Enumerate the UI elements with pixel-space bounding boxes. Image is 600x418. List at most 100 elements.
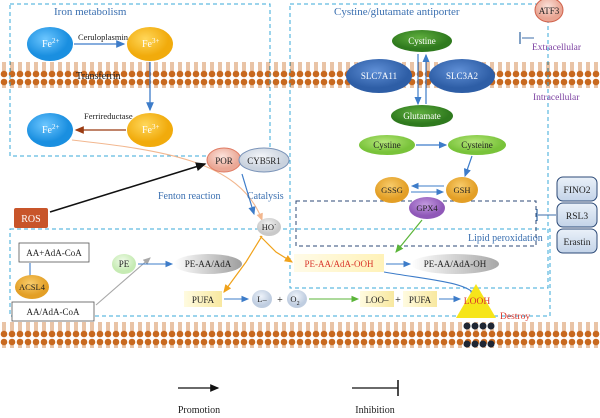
- gpx4-label: GPX4: [416, 203, 438, 213]
- fe3-top-charge: 3+: [152, 37, 160, 45]
- lipid-radical: [252, 290, 272, 308]
- cyb5r1: [238, 147, 290, 173]
- pe-aa-ada-oh-label: PE-AA/AdA-OH: [424, 259, 487, 269]
- promotion-legend-label: Promotion: [178, 405, 220, 416]
- ros-to-por-arrow: [49, 162, 207, 213]
- pe-aa-ada-oh: [411, 254, 499, 274]
- plus-sign-2: +: [395, 295, 401, 306]
- gpx4-to-oh-arrow: [395, 219, 423, 253]
- pe-ooh-label: PE-AA/AdA-OOH: [305, 259, 374, 269]
- pufa-label: PUFA: [192, 295, 215, 305]
- iron-metabolism-box: [9, 3, 271, 157]
- gssg-label: GSSG: [381, 185, 403, 195]
- upper-membrane: [0, 62, 600, 88]
- fenton-reaction-label: Fenton reaction: [158, 191, 220, 202]
- cysteine-label: Cysteine: [461, 140, 493, 150]
- svg-text:HO·: HO·: [262, 221, 277, 232]
- pe-label: PE: [119, 259, 130, 269]
- iron-metabolism-title: Iron metabolism: [54, 6, 127, 18]
- acsl4: [15, 275, 49, 299]
- fe3-bottom-charge: 3+: [152, 123, 160, 131]
- lipid-peroxidation-title: Lipid peroxidation: [468, 233, 543, 244]
- oxygen-subscript: 2: [297, 301, 300, 307]
- pufa2-box: [403, 291, 437, 307]
- inhibition-legend-label: Inhibition: [355, 405, 394, 416]
- transferrin-label: Transferrin: [76, 71, 121, 82]
- cystine-intracellular: [359, 135, 415, 155]
- rsl3-box: [556, 202, 598, 228]
- cystine-extracellular-label: Cystine: [408, 36, 436, 46]
- looh-label: LOOH: [464, 297, 491, 307]
- aa-adacoa-box: [18, 242, 90, 263]
- cysteine-to-gsh-arrow: [463, 155, 473, 178]
- lipid-radical-label: L–: [257, 294, 267, 304]
- oxygen-label: O: [290, 294, 296, 304]
- erastin-label: Erastin: [564, 238, 591, 248]
- catalysis-arrow: [241, 173, 256, 216]
- hydroxyl-label: HO: [262, 222, 274, 232]
- pe-aa-ada-label: PE-AA/AdA: [185, 259, 232, 269]
- svg-text:Fe2+: Fe2+: [42, 123, 60, 136]
- loo-label: LOO–: [366, 295, 389, 305]
- aa-to-pe-arrow: [95, 257, 151, 306]
- antiporter-title: Cystine/glutamate antiporter: [334, 6, 460, 18]
- fino2-box: [556, 176, 598, 202]
- fe3-top-label: Fe: [142, 39, 153, 50]
- erastin-box: [556, 228, 598, 254]
- slc7a11-transporter: [346, 59, 412, 93]
- atf3: [534, 0, 564, 23]
- aa-adacoa-label: AA+AdA-CoA: [26, 248, 82, 258]
- gsh-label: GSH: [453, 185, 470, 195]
- fino2-label: FINO2: [564, 186, 591, 196]
- ho-to-pufa-arrow: [223, 235, 263, 293]
- svg-text:Fe2+: Fe2+: [42, 37, 60, 50]
- fe2-top-charge: 2+: [52, 37, 60, 45]
- glutamate-label: Glutamate: [403, 111, 441, 121]
- fe2-bottom: [27, 113, 73, 147]
- catalysis-label: Catalysis: [247, 191, 284, 202]
- gpx4: [409, 197, 445, 219]
- fe2-bottom-charge: 2+: [52, 123, 60, 131]
- fe3-top: [127, 27, 173, 61]
- looh-triangle: [456, 284, 496, 318]
- cysteine: [448, 135, 506, 155]
- fe2-bottom-label: Fe: [42, 125, 53, 136]
- slc3a2-label: SLC3A2: [446, 71, 478, 81]
- aa-slash-label: AA/AdA-CoA: [27, 307, 80, 317]
- hydroxyl-dot: ·: [274, 221, 276, 229]
- destroy-label: Destroy: [500, 312, 530, 322]
- svg-text:O2: O2: [290, 294, 299, 307]
- pe: [112, 254, 136, 274]
- pufa2-label: PUFA: [409, 295, 432, 305]
- cystine-extracellular: [392, 30, 452, 52]
- fe-to-ho-curve: [71, 139, 263, 222]
- por-label: POR: [215, 156, 233, 166]
- loo-box: [360, 291, 394, 307]
- acsl4-label: ACSL4: [19, 282, 46, 292]
- antiporter-box: [289, 3, 549, 289]
- fe3-bottom-label: Fe: [142, 125, 153, 136]
- gssg: [375, 177, 409, 203]
- aa-slash-box: [11, 301, 95, 322]
- slc7a11-label: SLC7A11: [361, 71, 397, 81]
- hydroxyl-radical: [257, 218, 281, 236]
- fe3-bottom: [127, 113, 173, 147]
- slc3a2-transporter: [429, 59, 495, 93]
- ho-to-ooh-arrow: [259, 235, 294, 263]
- fe2-top: [27, 27, 73, 61]
- rsl3-label: RSL3: [566, 212, 588, 222]
- cystine-intracellular-label: Cystine: [373, 140, 401, 150]
- pufa-box: [184, 291, 222, 307]
- svg-text:Fe3+: Fe3+: [142, 37, 160, 50]
- gsh: [446, 177, 478, 203]
- pe-aa-ada: [174, 254, 242, 274]
- plus-sign-1: +: [277, 295, 283, 306]
- pe-ooh-box: [294, 254, 384, 272]
- damaged-lipid-heads: [463, 322, 495, 348]
- intracellular-label: Intracellular: [533, 93, 580, 103]
- cyb5r1-label: CYB5R1: [247, 156, 281, 166]
- extracellular-label: Extracellular: [532, 43, 582, 53]
- ferrireductase-label: Ferrireductase: [84, 111, 133, 121]
- ros-label: ROS: [21, 214, 40, 225]
